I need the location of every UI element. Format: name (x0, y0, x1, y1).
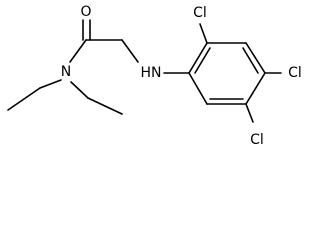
atom-nitrogen-amide: N (61, 64, 71, 80)
ring-bond-6 (188, 72, 208, 105)
ring-bond-4 (245, 72, 266, 105)
molecule-canvas: O N HN Cl Cl Cl (7, 4, 302, 148)
bond-n-ethyl1-a (39, 79, 62, 89)
bond-n-ethyl2-a (70, 81, 89, 99)
ring-double-2 (242, 47, 259, 74)
ring-bond-3 (245, 42, 266, 74)
atom-nitrogen-amine: HN (141, 65, 162, 81)
bond-ch2-nh (121, 39, 139, 63)
bond-n-ethyl1-b (7, 87, 41, 111)
bond-carbonyl-n (69, 39, 87, 63)
atom-chlorine-right: Cl (288, 65, 302, 81)
atom-chlorine-bottom: Cl (250, 132, 264, 148)
structure-diagram: O N HN Cl Cl Cl (7, 4, 302, 148)
atom-oxygen: O (80, 4, 91, 20)
ring-bond-1 (188, 42, 208, 74)
bond-ring-cl-bottom (245, 103, 254, 123)
bond-n-ethyl2-b (87, 97, 123, 115)
atom-chlorine-top: Cl (193, 5, 207, 21)
ring-double-1 (194, 47, 211, 74)
bond-ring-cl-top (199, 23, 208, 44)
